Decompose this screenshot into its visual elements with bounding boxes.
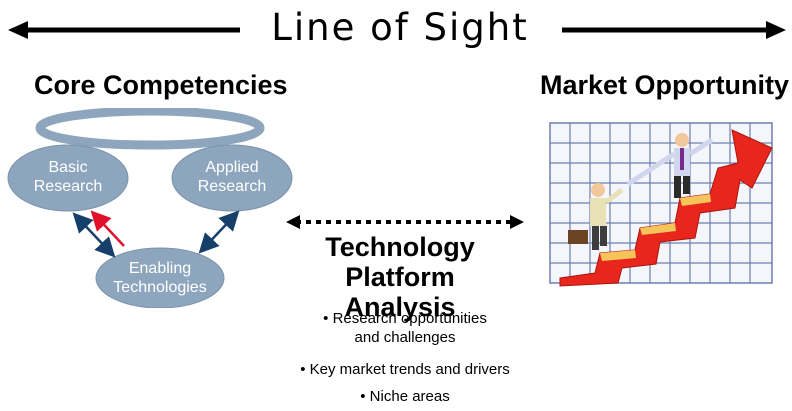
applied-enabling-arrow <box>198 210 240 254</box>
technology-platform-title: Technology Platform Analysis <box>325 232 475 322</box>
bullet-niche-areas: • Niche areas <box>360 388 450 405</box>
basic-enabling-arrow <box>72 212 116 258</box>
market-opportunity-illustration <box>549 122 773 287</box>
basic-research-node <box>7 144 129 212</box>
businessman-upper <box>626 133 714 198</box>
enabling-basic-red-arrow <box>90 210 125 247</box>
page-title: Line of Sight <box>271 6 529 49</box>
growth-stair-arrow <box>559 129 773 287</box>
competencies-diagram <box>7 108 293 308</box>
bullet-research-opportunities: • Research opportunities and challenges <box>323 310 487 346</box>
core-competencies-heading: Core Competencies <box>34 70 288 100</box>
line-of-sight-arrow <box>8 21 786 39</box>
research-loop-ring <box>35 108 265 150</box>
bullet-market-trends: • Key market trends and drivers <box>300 361 510 378</box>
center-dotted-arrow <box>286 215 524 229</box>
businessman-lower <box>568 183 624 250</box>
enabling-technologies-node <box>95 247 225 308</box>
market-opportunity-heading: Market Opportunity <box>540 70 790 100</box>
